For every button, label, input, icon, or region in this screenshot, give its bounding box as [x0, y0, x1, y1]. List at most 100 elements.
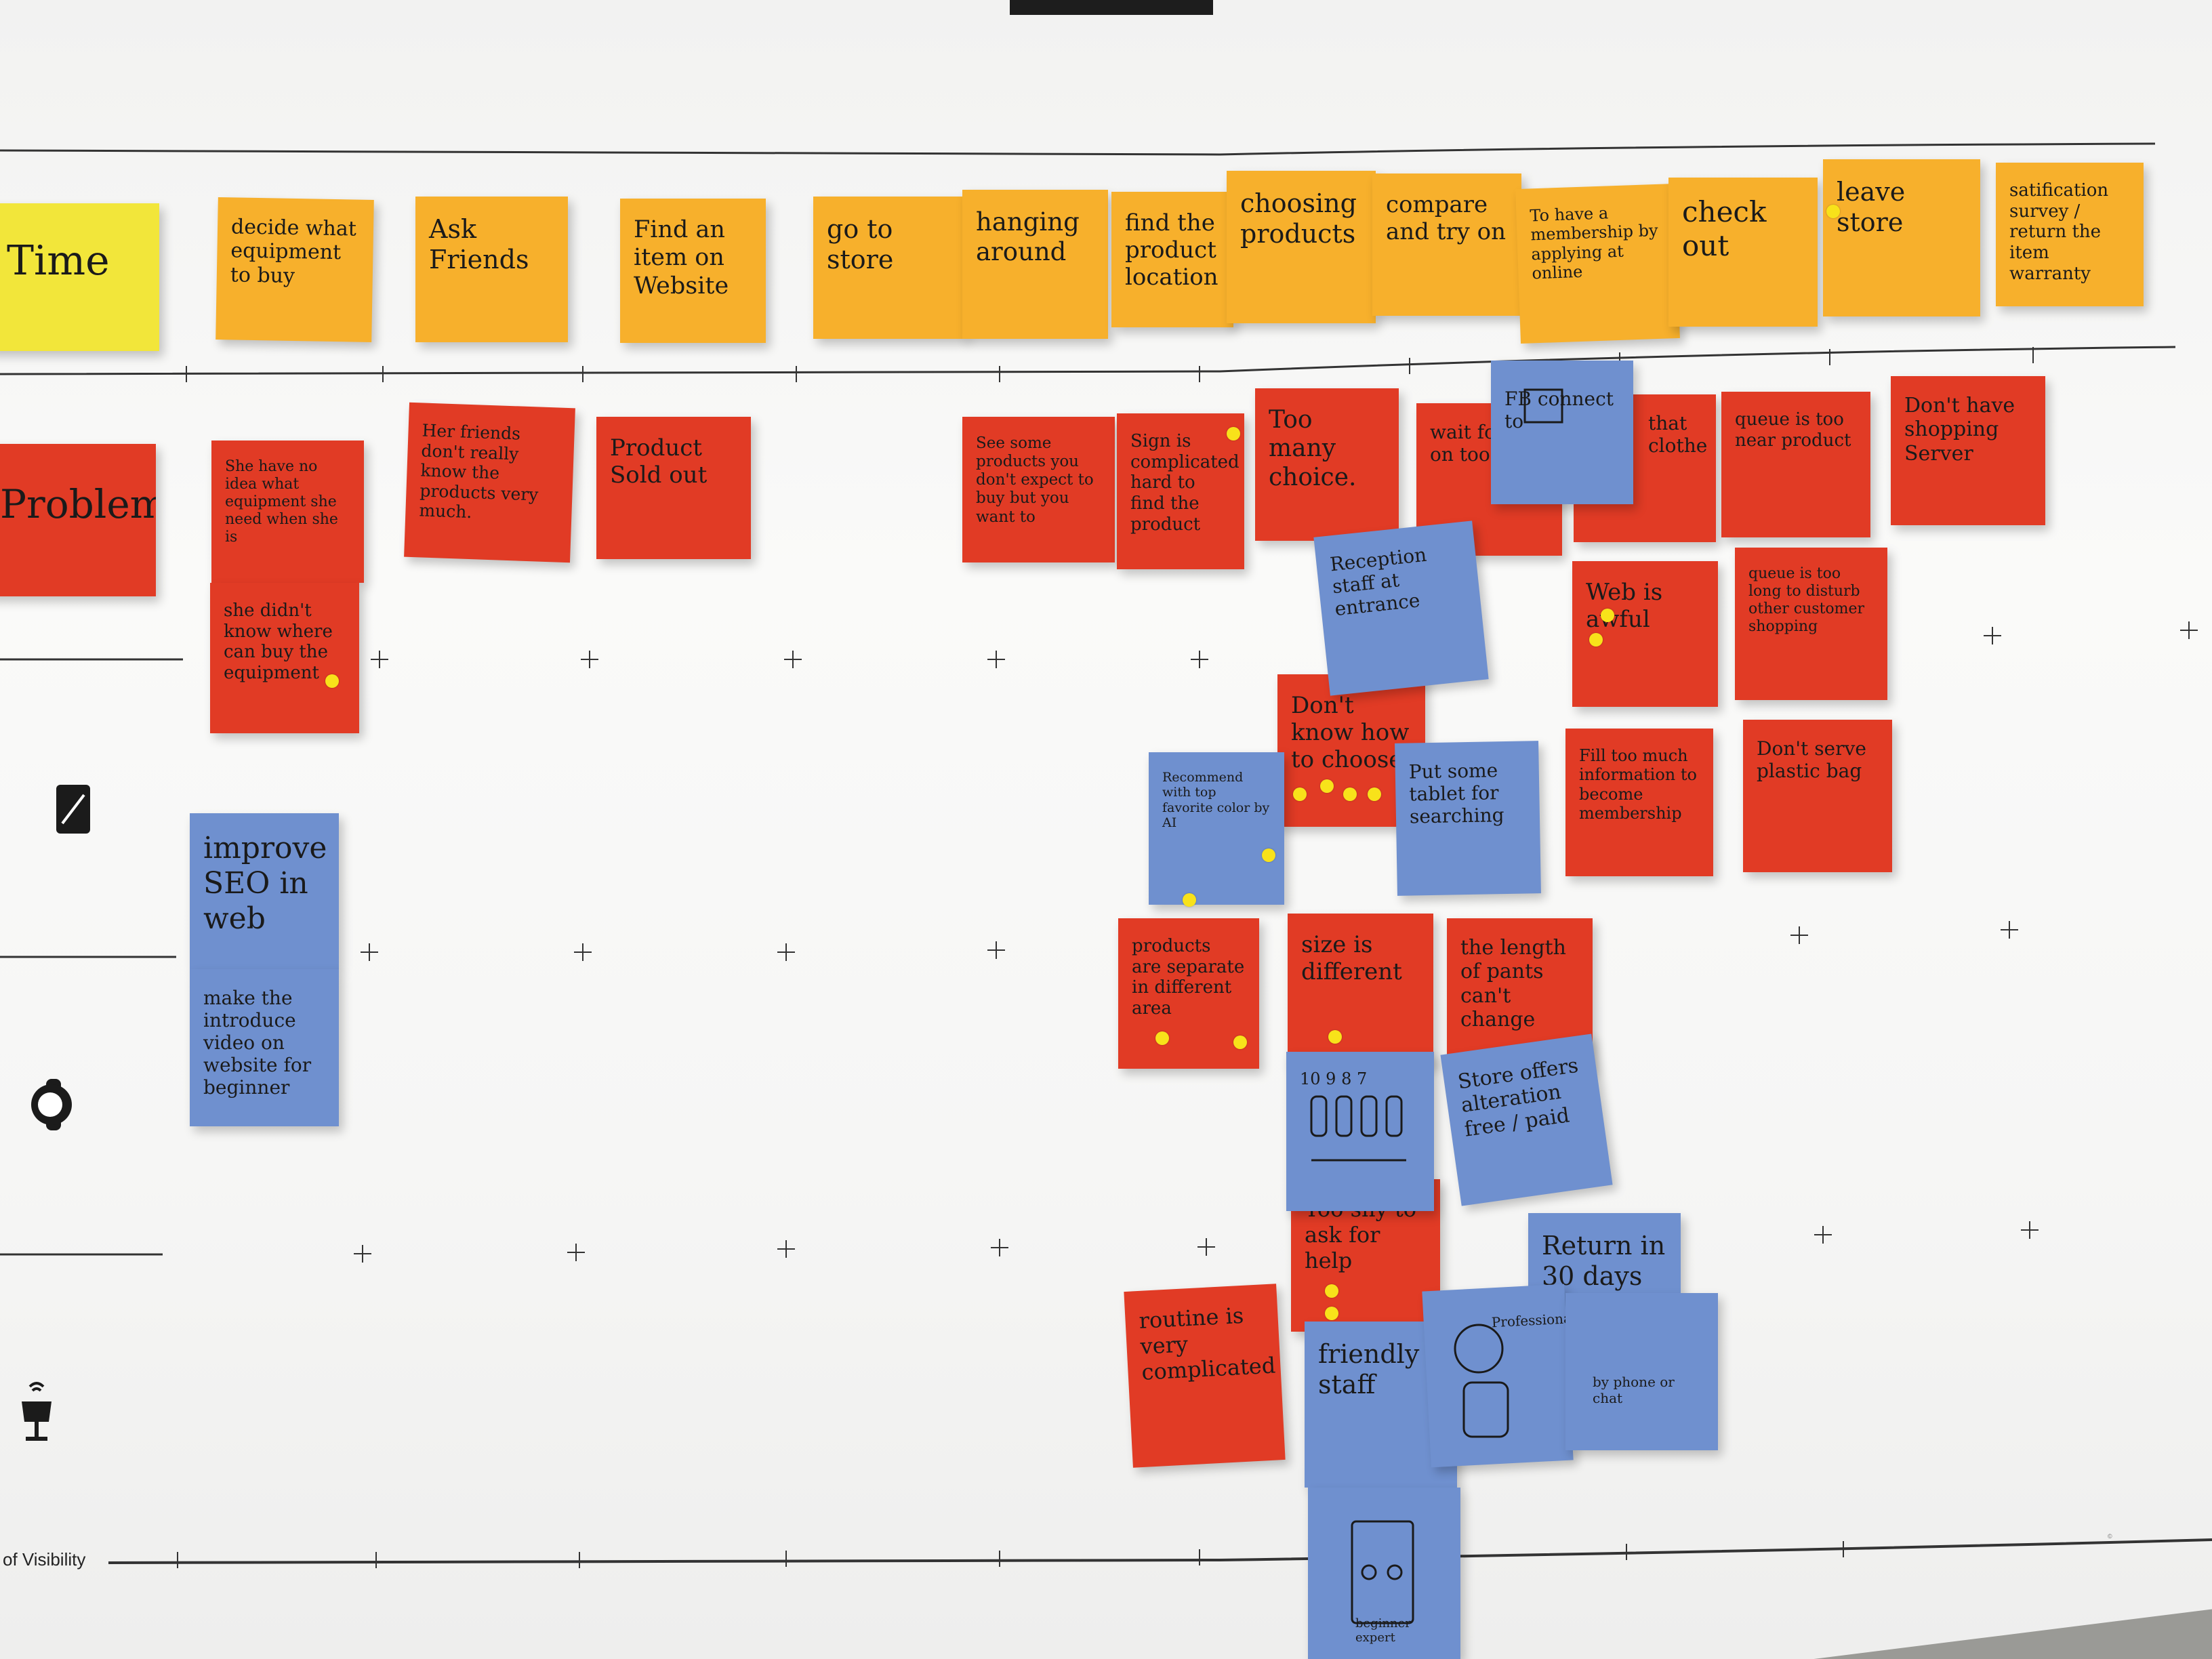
problem-note-15: Fill too much information to become memb… [1565, 729, 1713, 876]
copyright-text: © [2108, 1533, 2112, 1540]
step-text: Find an item on Website [634, 216, 729, 300]
grid-cross [2001, 921, 2018, 939]
grid-cross [2021, 1221, 2039, 1239]
problem-note-6: Sign is complicated hard to find the pro… [1117, 413, 1244, 569]
grid-cross [1984, 627, 2001, 644]
voting-dot [1155, 1031, 1169, 1045]
grid-cross [987, 651, 1005, 668]
step-text: satification survey / return the item wa… [2009, 180, 2109, 284]
problem-note-5: See some products you don't expect to bu… [962, 417, 1115, 562]
idea-text: improve SEO in web [203, 831, 327, 936]
grid-cross [581, 651, 598, 668]
idea-note-seo: improve SEO in web [190, 813, 339, 969]
problem-text: Too many choice. [1269, 406, 1357, 491]
grid-cross [777, 943, 795, 961]
problem-text: Fill too much information to become memb… [1579, 746, 1697, 823]
voting-dot [1293, 787, 1307, 801]
grid-cross [987, 941, 1005, 959]
voting-dot [1183, 893, 1196, 907]
voting-dot [1343, 787, 1357, 801]
problem-note-17: products are separate in different area [1118, 918, 1259, 1069]
problem-text: products are separate in different area [1132, 936, 1245, 1019]
step-note-5: hanging around [962, 190, 1108, 339]
voting-dot [1601, 609, 1614, 622]
grid-cross [2180, 621, 2198, 639]
grid-cross [567, 1244, 585, 1261]
step-text: compare and try on [1386, 191, 1507, 246]
board-top-strip [1010, 0, 1213, 15]
problem-note-1: She have no idea what equipment she need… [211, 441, 364, 583]
voting-dot [1227, 427, 1240, 441]
voting-dot [1328, 1030, 1342, 1044]
step-note-10: check out [1668, 178, 1818, 327]
step-note-12: satification survey / return the item wa… [1996, 163, 2144, 306]
visibility-label: of Visibility [3, 1549, 86, 1570]
watch-icon [27, 1078, 79, 1134]
problem-text: queue is too near product [1735, 409, 1851, 451]
problem-text: queue is too long to disturb other custo… [1748, 565, 1865, 635]
step-note-4: go to store [813, 197, 966, 339]
step-note-8: compare and try on [1372, 173, 1521, 316]
staff-figure-sketch [1454, 1324, 1509, 1438]
voting-dot [1325, 1307, 1338, 1320]
problem-text: Don't have shopping Server [1904, 394, 2015, 466]
grid-cross [1790, 926, 1808, 944]
grid-cross [371, 651, 388, 668]
problem-text: See some products you don't expect to bu… [976, 434, 1094, 526]
idea-note-beginner-expert: beginner expert [1308, 1488, 1460, 1659]
tablet-screen-sketch [1351, 1520, 1414, 1624]
grid-cross [1814, 1226, 1832, 1244]
row-label-time-text: Time [7, 237, 110, 285]
step-text: go to store [827, 214, 894, 274]
step-text: hanging around [976, 207, 1080, 266]
pants-sketch [1310, 1095, 1406, 1162]
idea-text: friendly staff [1318, 1339, 1420, 1399]
problem-text: Don't know how to choose [1291, 692, 1410, 774]
row-label-problem: Problem [0, 444, 156, 596]
problem-text: she didn't know where can buy the equipm… [224, 600, 333, 684]
problem-note-11: Don't have shopping Server [1891, 376, 2045, 525]
problem-note-12: Web is awful [1572, 561, 1718, 707]
step-note-2: Ask Friends [415, 197, 568, 342]
problem-note-7: Too many choice. [1255, 388, 1399, 541]
step-text: find the product location [1125, 209, 1218, 291]
header-divider-line [0, 346, 2176, 375]
grid-cross [1191, 651, 1208, 668]
problem-text: Product Sold out [610, 434, 708, 489]
voting-dot [1233, 1036, 1247, 1049]
grid-cross [991, 1239, 1008, 1256]
idea-text: by phone or chat [1593, 1374, 1675, 1406]
voting-dot [1262, 848, 1275, 862]
voting-dot [1589, 633, 1603, 647]
voting-dot [1320, 779, 1334, 793]
problem-text: Sign is complicated hard to find the pro… [1130, 431, 1240, 535]
step-text: check out [1682, 195, 1767, 262]
voting-dot [325, 674, 339, 688]
top-rule-line [0, 142, 2156, 156]
step-note-3: Find an item on Website [620, 199, 766, 343]
idea-text: 10 9 8 7 [1300, 1069, 1368, 1088]
problem-text: that clothe [1648, 412, 1708, 457]
smart-lamp-icon [16, 1377, 57, 1448]
problem-note-14: Don't know how to choose [1277, 674, 1425, 827]
idea-text: FB connect to [1504, 388, 1614, 433]
idea-note-fb-connect: FB connect to [1491, 361, 1633, 504]
problem-note-10: queue is too near product [1721, 392, 1870, 537]
grid-cross [1197, 1238, 1215, 1256]
step-text: leave store [1837, 177, 1906, 237]
problem-note-2: she didn't know where can buy the equipm… [210, 583, 359, 733]
idea-text: Recommend with top favorite color by AI [1162, 770, 1270, 831]
tablet-icon [54, 783, 92, 838]
voting-dot [1368, 787, 1381, 801]
grid-cross [777, 1240, 795, 1258]
idea-note-phone-chat: by phone or chat [1565, 1293, 1718, 1450]
problem-note-16: Don't serve plastic bag [1743, 720, 1892, 872]
grid-cross [784, 651, 802, 668]
voting-dot [1325, 1284, 1338, 1298]
row-label-time: Time [0, 203, 159, 351]
problem-text: Don't serve plastic bag [1757, 737, 1866, 783]
fb-box-sketch [1523, 388, 1563, 424]
problem-note-19: the length of pants can't change [1447, 918, 1593, 1071]
